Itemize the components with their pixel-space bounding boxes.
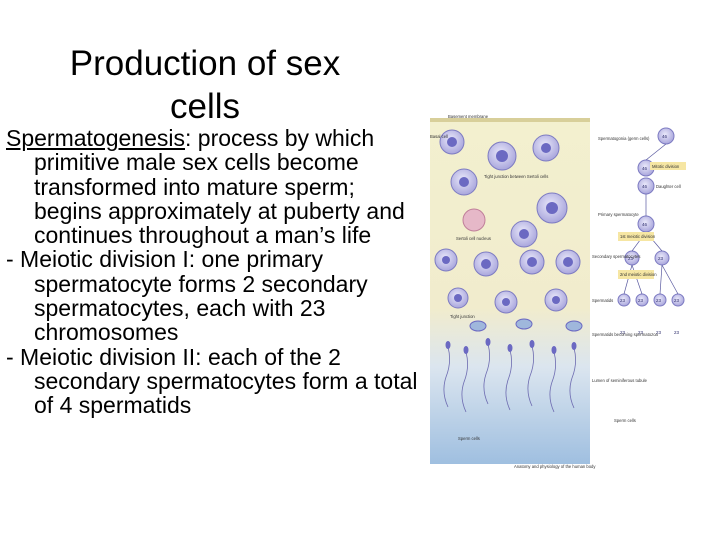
label-tight-junction-2: Tight junction [450, 314, 475, 319]
label-basement-membrane: Basement membrane [448, 114, 489, 119]
label-sperm-cells-right: Sperm cells [614, 418, 636, 423]
label-spermatogonia: Spermatogonia (germ cells) [598, 136, 650, 141]
count-sperm-4: 23 [674, 330, 680, 335]
label-lumen: Lumen of seminiferous tubule [592, 378, 648, 383]
count-sperm-2: 23 [638, 330, 644, 335]
label-spermatids-becoming: Spermatids becoming spermatozoa [592, 332, 659, 337]
spermatogenesis-diagram: Basement membrane Basal cell Tight junct… [430, 114, 686, 469]
definition-text: : process by which primitive male sex ce… [34, 125, 405, 249]
count-daughter: 46 [642, 184, 648, 189]
label-primary-spermatocyte: Primary spermatocyte [598, 212, 639, 217]
basement-membrane [430, 118, 590, 122]
count-mitotic-1: 46 [642, 166, 648, 171]
figure-credit: Anatomy and physiology of the human body [514, 464, 596, 469]
count-sperm-3: 23 [656, 330, 662, 335]
sperm-heads [445, 338, 577, 354]
slide-body: Spermatogenesis: process by which primit… [6, 126, 426, 418]
count-spermatid-3: 23 [656, 298, 662, 303]
process-column: 46 46 46 46 23 23 23 23 23 23 23 23 23 2… [617, 127, 685, 335]
label-tight-junction: Tight junction between Sertoli cells [484, 174, 548, 179]
label-meiotic-1: 1st meiotic division [620, 234, 656, 239]
spermatogenesis-illustration: Basement membrane Basal cell Tight junct… [428, 112, 692, 472]
count-primary: 46 [642, 222, 648, 227]
label-mitotic-division: Mitotic division [652, 164, 680, 169]
definition-term: Spermatogenesis [6, 125, 185, 151]
tissue-cells [434, 129, 583, 332]
label-meiotic-2: 2nd meiotic division [620, 272, 657, 277]
count-sperm-1: 23 [620, 330, 626, 335]
definition-paragraph: Spermatogenesis: process by which primit… [6, 125, 426, 249]
slide-title: Production of sex cells [69, 44, 341, 126]
bullet-meiosis-1: - Meiotic division I: one primary sperma… [6, 246, 368, 346]
count-spermatid-1: 23 [620, 298, 626, 303]
label-sertoli-nucleus: Sertoli cell nucleus [456, 236, 491, 241]
label-secondary-spermatocytes: Secondary spermatocytes [592, 254, 640, 259]
meiotic-2-label-box [618, 270, 654, 279]
count-spermatid-2: 23 [638, 298, 644, 303]
bullet-meiosis-2: - Meiotic division II: each of the 2 sec… [6, 343, 418, 419]
count-spermatid-4: 23 [674, 298, 680, 303]
label-sperm-cells: Sperm cells [458, 436, 480, 441]
label-basal-cell: Basal cell [430, 134, 448, 139]
count-secondary-1: 23 [628, 256, 634, 261]
count-secondary-2: 23 [658, 256, 664, 261]
count-spermatogonia: 46 [662, 134, 668, 139]
label-daughter-cell: Daughter cell [656, 184, 681, 189]
sperm-tails [443, 343, 576, 413]
mitotic-label-box [650, 162, 686, 170]
meiotic-1-label-box [618, 232, 654, 241]
label-spermatids: Spermatids [592, 298, 613, 303]
